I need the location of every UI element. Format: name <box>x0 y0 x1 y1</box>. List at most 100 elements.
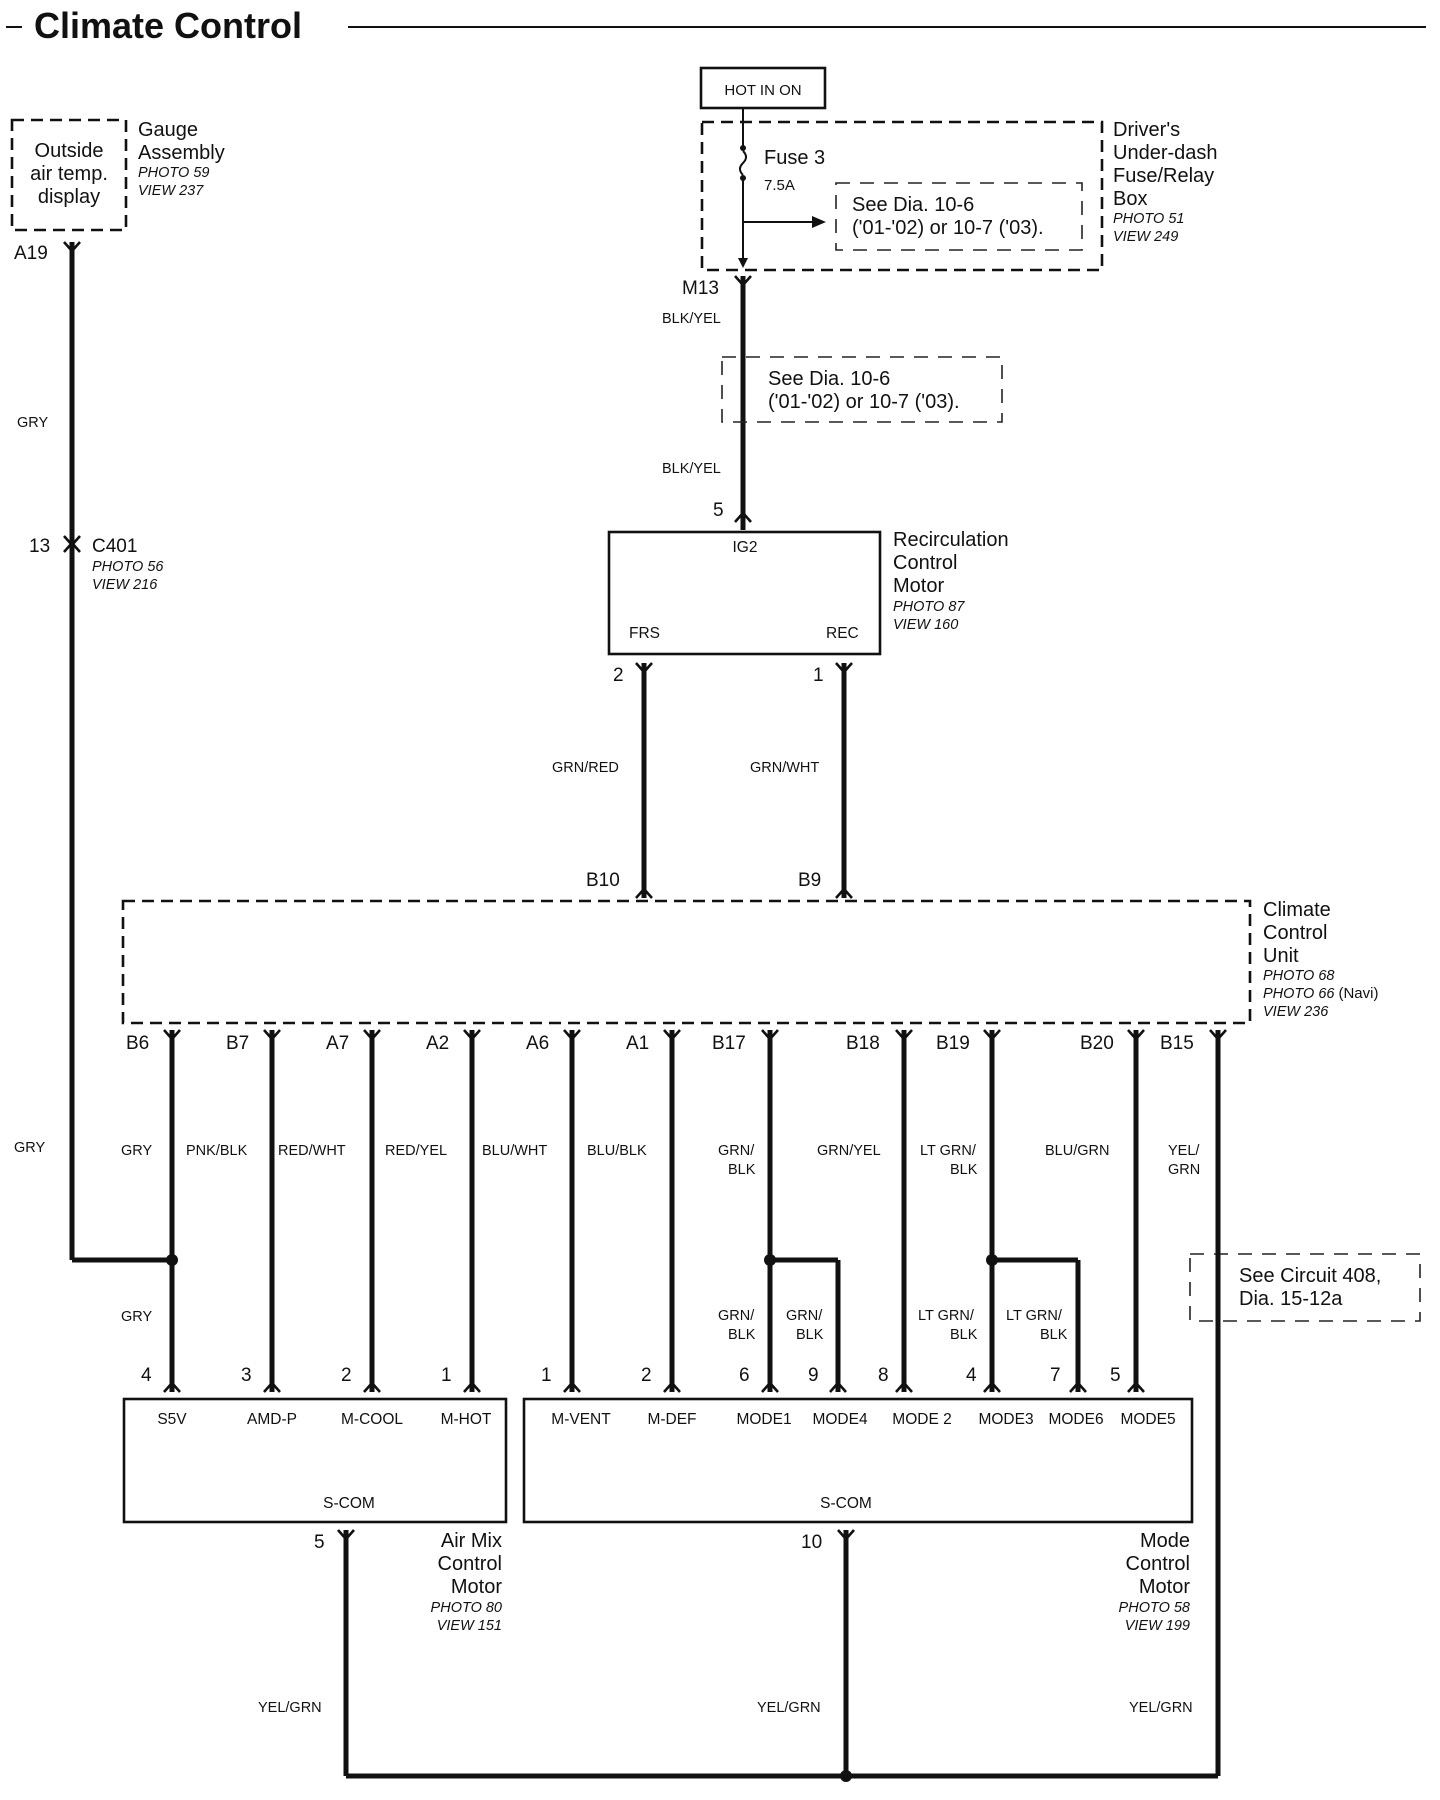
terminal-mode4: MODE4 <box>812 1411 868 1428</box>
connector-b10 <box>635 887 653 899</box>
c401-view: VIEW 216 <box>92 577 158 593</box>
pin-b15: B15 <box>1160 1033 1194 1054</box>
wire-color-b19-left-line2: BLK <box>950 1327 978 1343</box>
fuse-box-name-line1: Driver's <box>1113 119 1180 141</box>
wire-color-grn-wht: GRN/WHT <box>750 760 819 776</box>
wire-color-b19-left-line1: LT GRN/ <box>918 1308 975 1324</box>
pin-mode-2: 2 <box>641 1365 652 1386</box>
connector-mode-pin9 <box>829 1381 847 1393</box>
terminal-amd-p: AMD-P <box>247 1411 297 1428</box>
mode-name-line3: Motor <box>1139 1576 1190 1598</box>
wire-color-gry-b6-down: GRY <box>121 1309 152 1325</box>
pin-b6: B6 <box>126 1033 149 1054</box>
power-source: HOT IN ON <box>699 66 827 122</box>
hot-in-on-label: HOT IN ON <box>724 82 801 99</box>
wire-color-b15: YEL/ <box>1168 1143 1200 1159</box>
pin-13-c401: 13 <box>29 536 50 557</box>
terminal-mode5: MODE5 <box>1120 1411 1175 1428</box>
wire-color-gry-top: GRY <box>17 415 48 431</box>
supply-note-line2: ('01-'02) or 10-7 ('03). <box>768 391 960 413</box>
wire-color-a1: BLU/BLK <box>587 1143 647 1159</box>
pin-mode-1: 1 <box>541 1365 552 1386</box>
fuse-box-photo: PHOTO 51 <box>1113 211 1184 227</box>
splice-ground <box>840 1770 852 1782</box>
connector-air_mix-pin4 <box>163 1381 181 1393</box>
terminal-s5v: S5V <box>157 1411 187 1428</box>
air-mix-scom: S-COM <box>323 1495 375 1512</box>
connector-pin5 <box>734 511 752 523</box>
gauge-view: VIEW 237 <box>138 183 204 199</box>
pin-a2: A2 <box>426 1033 449 1054</box>
splice-b17 <box>764 1254 776 1266</box>
ccu-name-line2: Control <box>1263 922 1327 944</box>
pin-a19: A19 <box>14 243 48 264</box>
circuit-note-line1: See Circuit 408, <box>1239 1265 1381 1287</box>
circuit-note-line2: Dia. 15-12a <box>1239 1288 1343 1310</box>
fuse-rating: 7.5A <box>764 177 795 194</box>
pin-5-recirc: 5 <box>713 500 724 521</box>
arrow-down-icon <box>738 258 748 268</box>
climate-control-unit: Climate Control Unit PHOTO 68 PHOTO 66(N… <box>121 899 1378 1025</box>
connector-c401-bottom <box>63 541 81 553</box>
wire-color-yel-grn-middle: YEL/GRN <box>757 1700 821 1716</box>
supply-note-line1: See Dia. 10-6 <box>768 368 890 390</box>
wire-color-b19-right-line2: BLK <box>1040 1327 1068 1343</box>
ccu-photo: PHOTO 68 <box>1263 968 1334 984</box>
air-mix-name-line3: Motor <box>451 1576 502 1598</box>
pin-mode-9: 9 <box>808 1365 819 1386</box>
pin-air_mix-4: 4 <box>141 1365 152 1386</box>
title-block: Climate Control <box>6 5 1426 46</box>
terminal-m-hot: M-HOT <box>441 1411 492 1428</box>
air-mix-name-line2: Control <box>438 1553 502 1575</box>
air-mix-photo: PHOTO 80 <box>431 1600 502 1616</box>
b17-branch: GRN/ BLK GRN/ BLK <box>718 1254 841 1392</box>
ccu-photo-navi: PHOTO 66(Navi) <box>1263 985 1378 1002</box>
pin-a6: A6 <box>526 1033 549 1054</box>
terminal-m-vent: M-VENT <box>551 1411 611 1428</box>
pin-b9: B9 <box>798 870 821 891</box>
wire-color-b15-line2: GRN <box>1168 1162 1200 1178</box>
ccu-bottom-pins: B6GRYB7PNK/BLKA7RED/WHTA2RED/YELA6BLU/WH… <box>121 1029 1227 1392</box>
fuse-box-name-line2: Under-dash <box>1113 142 1218 164</box>
wire-color-b18: GRN/YEL <box>817 1143 881 1159</box>
connector-mode-pin4 <box>983 1381 1001 1393</box>
wire-color-blk-yel-top: BLK/YEL <box>662 311 721 327</box>
fuse-note-line2: ('01-'02) or 10-7 ('03). <box>852 217 1044 239</box>
splice-b6 <box>166 1254 178 1266</box>
pin-mode-4: 4 <box>966 1365 977 1386</box>
air-mix-view: VIEW 151 <box>437 1618 502 1634</box>
recirc-view: VIEW 160 <box>893 617 958 633</box>
pin-b10: B10 <box>586 870 620 891</box>
pin-10-mode-scom: 10 <box>801 1532 822 1553</box>
mode-name-line2: Control <box>1126 1553 1190 1575</box>
wire-color-b17: GRN/ <box>718 1143 755 1159</box>
pin-air_mix-2: 2 <box>341 1365 352 1386</box>
ccu-view: VIEW 236 <box>1263 1004 1329 1020</box>
wire-color-b19: LT GRN/ <box>920 1143 977 1159</box>
mode-scom: S-COM <box>820 1495 872 1512</box>
wire-color-b17-left-line1: GRN/ <box>718 1308 755 1324</box>
connector-mode-pin2 <box>663 1381 681 1393</box>
air-mix-motor: S-COM 5 Air Mix Control Motor PHOTO 80 V… <box>122 1397 508 1634</box>
fuse-icon <box>739 150 747 176</box>
pin-b19: B19 <box>936 1033 970 1054</box>
connector-c401-top <box>63 535 81 547</box>
wire-color-b7: PNK/BLK <box>186 1143 248 1159</box>
gry-wire: GRY 13 C401 PHOTO 56 VIEW 216 GRY <box>14 241 172 1263</box>
terminal-m-cool: M-COOL <box>341 1411 403 1428</box>
connector-mode-pin5 <box>1127 1381 1145 1393</box>
page-title: Climate Control <box>34 5 302 46</box>
fuse-name: Fuse 3 <box>764 147 825 169</box>
recirculation-motor: IG2 FRS REC Recirculation Control Motor … <box>607 529 1009 656</box>
terminal-mode1: MODE1 <box>736 1411 791 1428</box>
terminal-mode3: MODE3 <box>978 1411 1033 1428</box>
connector-c401-label: C401 <box>92 536 137 557</box>
connector-air_mix-pin1 <box>463 1381 481 1393</box>
wire-color-b17-right-line1: GRN/ <box>786 1308 823 1324</box>
connector-air_mix-pin2 <box>363 1381 381 1393</box>
ccu-photo-navi-suffix: (Navi) <box>1338 985 1378 1002</box>
wire-color-yel-grn-right: YEL/GRN <box>1129 1700 1193 1716</box>
gauge-display-line3: display <box>38 186 100 208</box>
ccu-photo-navi-id: PHOTO 66 <box>1263 986 1335 1002</box>
ccu-name-line1: Climate <box>1263 899 1331 921</box>
